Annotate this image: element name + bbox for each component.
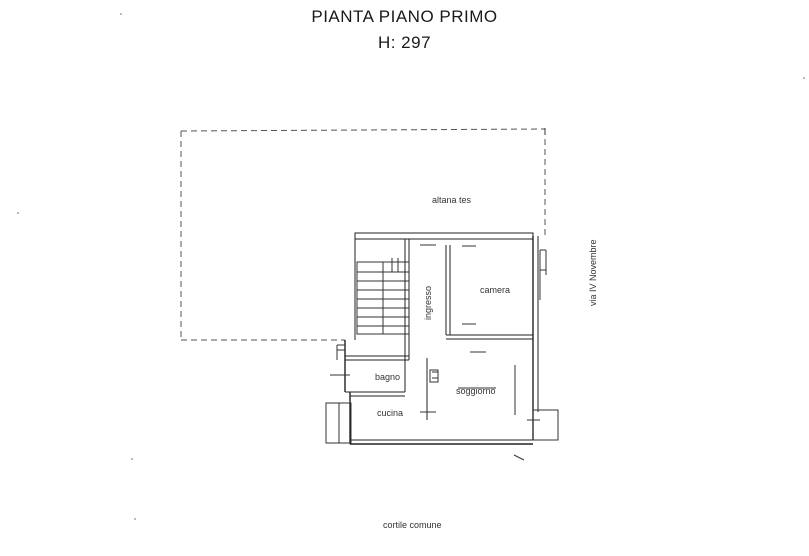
door-marks — [420, 244, 525, 461]
terrace-outline — [180, 128, 546, 341]
outer-walls — [344, 232, 539, 445]
plan-title: PIANTA PIANO PRIMO — [311, 7, 498, 26]
street-label: via IV Novembre — [588, 239, 598, 306]
height-label: H: 297 — [377, 33, 432, 52]
bedroom-label: camera — [480, 285, 511, 295]
courtyard-label: cortile comune — [383, 520, 442, 530]
left-balcony — [325, 344, 352, 444]
bathroom-label: bagno — [375, 372, 401, 382]
scan-specks — [17, 13, 805, 520]
right-balcony — [527, 249, 559, 441]
kitchen-label: cucina — [377, 408, 404, 418]
terrace-label: altana tes — [432, 195, 472, 205]
living-room-label: soggiorno — [456, 386, 496, 396]
entrance-label: ingresso — [423, 285, 433, 320]
staircase — [356, 258, 410, 335]
interior-walls — [345, 239, 533, 420]
